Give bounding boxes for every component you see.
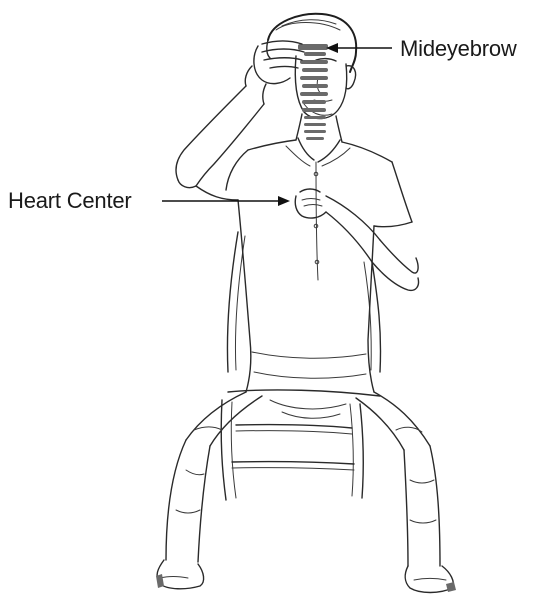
heart-center-arrowhead bbox=[278, 196, 290, 206]
torso-shirt bbox=[196, 138, 412, 392]
legs-trousers bbox=[166, 392, 440, 566]
feet bbox=[156, 560, 456, 593]
hand-at-heart bbox=[295, 189, 418, 290]
mideyebrow-arrowhead bbox=[326, 43, 338, 53]
heart-center-pointer bbox=[162, 196, 290, 206]
mideyebrow-label: Mideyebrow bbox=[400, 36, 517, 62]
raised-hand-at-forehead bbox=[176, 41, 304, 188]
mideyebrow-pointer bbox=[326, 43, 392, 53]
heart-center-label: Heart Center bbox=[8, 188, 132, 214]
